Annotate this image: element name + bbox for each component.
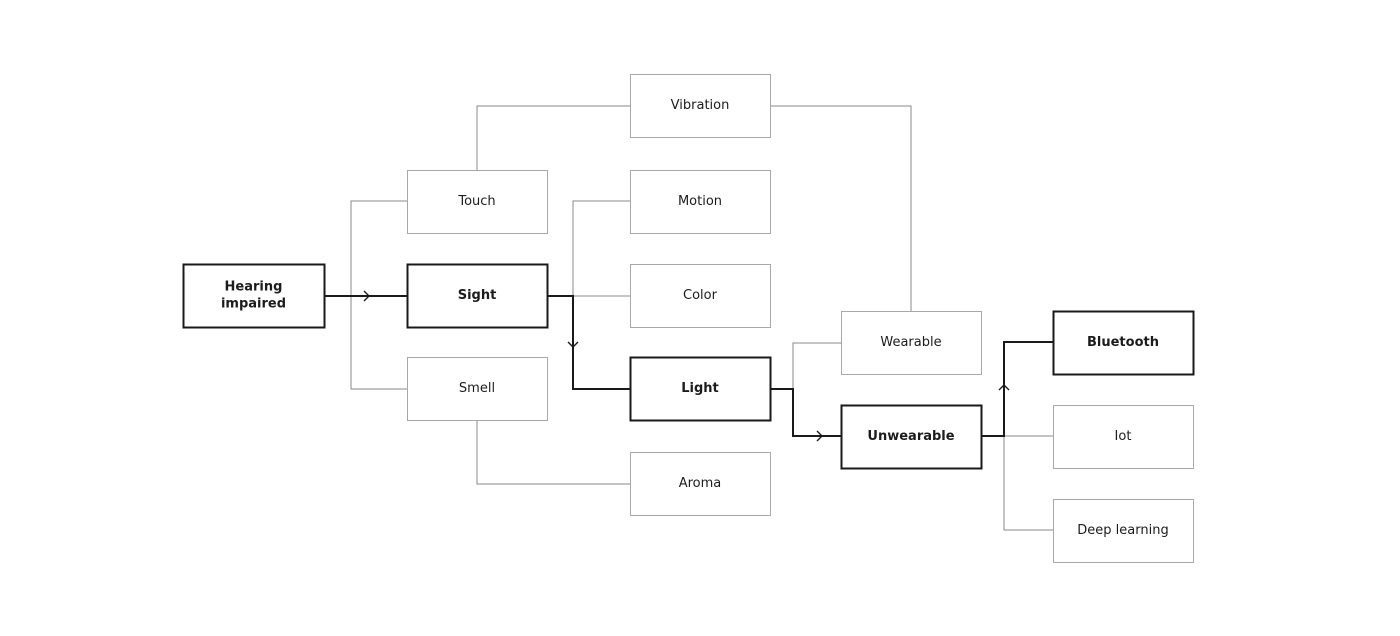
node-box-sight bbox=[406, 263, 549, 329]
node-hearing: Hearing impaired bbox=[182, 263, 326, 329]
connector-hearing-to-smell bbox=[324, 295, 407, 390]
node-label-hearing-line-1: Hearing bbox=[225, 280, 283, 295]
node-box-light bbox=[629, 356, 772, 422]
connector-sight-to-light bbox=[547, 295, 630, 390]
node-label-smell: Smell bbox=[459, 381, 495, 396]
connector-hearing-to-touch bbox=[324, 200, 407, 297]
node-sight: Sight bbox=[406, 263, 549, 329]
node-box-unwearable bbox=[840, 404, 983, 470]
node-iot: Iot bbox=[1053, 405, 1194, 469]
node-aroma: Aroma bbox=[630, 452, 771, 516]
connector-unwearable-to-deep-learning bbox=[981, 435, 1053, 531]
node-box-bluetooth bbox=[1052, 310, 1195, 376]
node-label-bluetooth: Bluetooth bbox=[1087, 335, 1159, 350]
node-box-hearing bbox=[182, 263, 326, 329]
node-deep-learning: Deep learning bbox=[1053, 499, 1194, 563]
arrowhead-1 bbox=[363, 290, 370, 302]
node-motion: Motion bbox=[630, 170, 771, 234]
node-color: Color bbox=[630, 264, 771, 328]
connector-light-to-wearable bbox=[770, 342, 841, 390]
node-label-motion: Motion bbox=[678, 194, 722, 209]
connector-touch-to-vibration bbox=[476, 105, 630, 170]
node-label-color: Color bbox=[683, 288, 718, 303]
connector-vibration-to-wearable bbox=[770, 105, 912, 311]
connector-layer bbox=[324, 105, 1053, 531]
node-box-iot bbox=[1053, 405, 1194, 469]
node-label-sight: Sight bbox=[458, 288, 497, 303]
node-label-wearable: Wearable bbox=[880, 335, 941, 350]
node-wearable: Wearable bbox=[841, 311, 982, 375]
node-box-vibration bbox=[630, 74, 771, 138]
node-label-hearing-line-2: impaired bbox=[221, 297, 286, 312]
node-label-touch: Touch bbox=[457, 194, 495, 209]
arrowhead-4 bbox=[998, 384, 1010, 391]
node-label-aroma: Aroma bbox=[679, 476, 722, 491]
connector-unwearable-to-bluetooth bbox=[981, 341, 1053, 437]
node-vibration: Vibration bbox=[630, 74, 771, 138]
node-label-vibration: Vibration bbox=[671, 98, 730, 113]
connector-smell-to-aroma bbox=[476, 420, 630, 485]
node-label-iot: Iot bbox=[1115, 429, 1132, 444]
node-box-touch bbox=[407, 170, 548, 234]
node-label-unwearable: Unwearable bbox=[867, 429, 954, 444]
node-box-wearable bbox=[841, 311, 982, 375]
node-box-smell bbox=[407, 357, 548, 421]
arrowhead-3 bbox=[816, 430, 823, 442]
node-box-deep-learning bbox=[1053, 499, 1194, 563]
node-unwearable: Unwearable bbox=[840, 404, 983, 470]
node-label-light: Light bbox=[681, 381, 719, 396]
node-box-motion bbox=[630, 170, 771, 234]
node-smell: Smell bbox=[407, 357, 548, 421]
connector-motion-to-light bbox=[572, 200, 630, 296]
node-bluetooth: Bluetooth bbox=[1052, 310, 1195, 376]
node-box-aroma bbox=[630, 452, 771, 516]
node-touch: Touch bbox=[407, 170, 548, 234]
arrowhead-2 bbox=[567, 341, 579, 348]
node-box-color bbox=[630, 264, 771, 328]
node-light: Light bbox=[629, 356, 772, 422]
node-label-deep-learning: Deep learning bbox=[1077, 523, 1168, 538]
connector-light-to-unwearable bbox=[770, 388, 841, 437]
